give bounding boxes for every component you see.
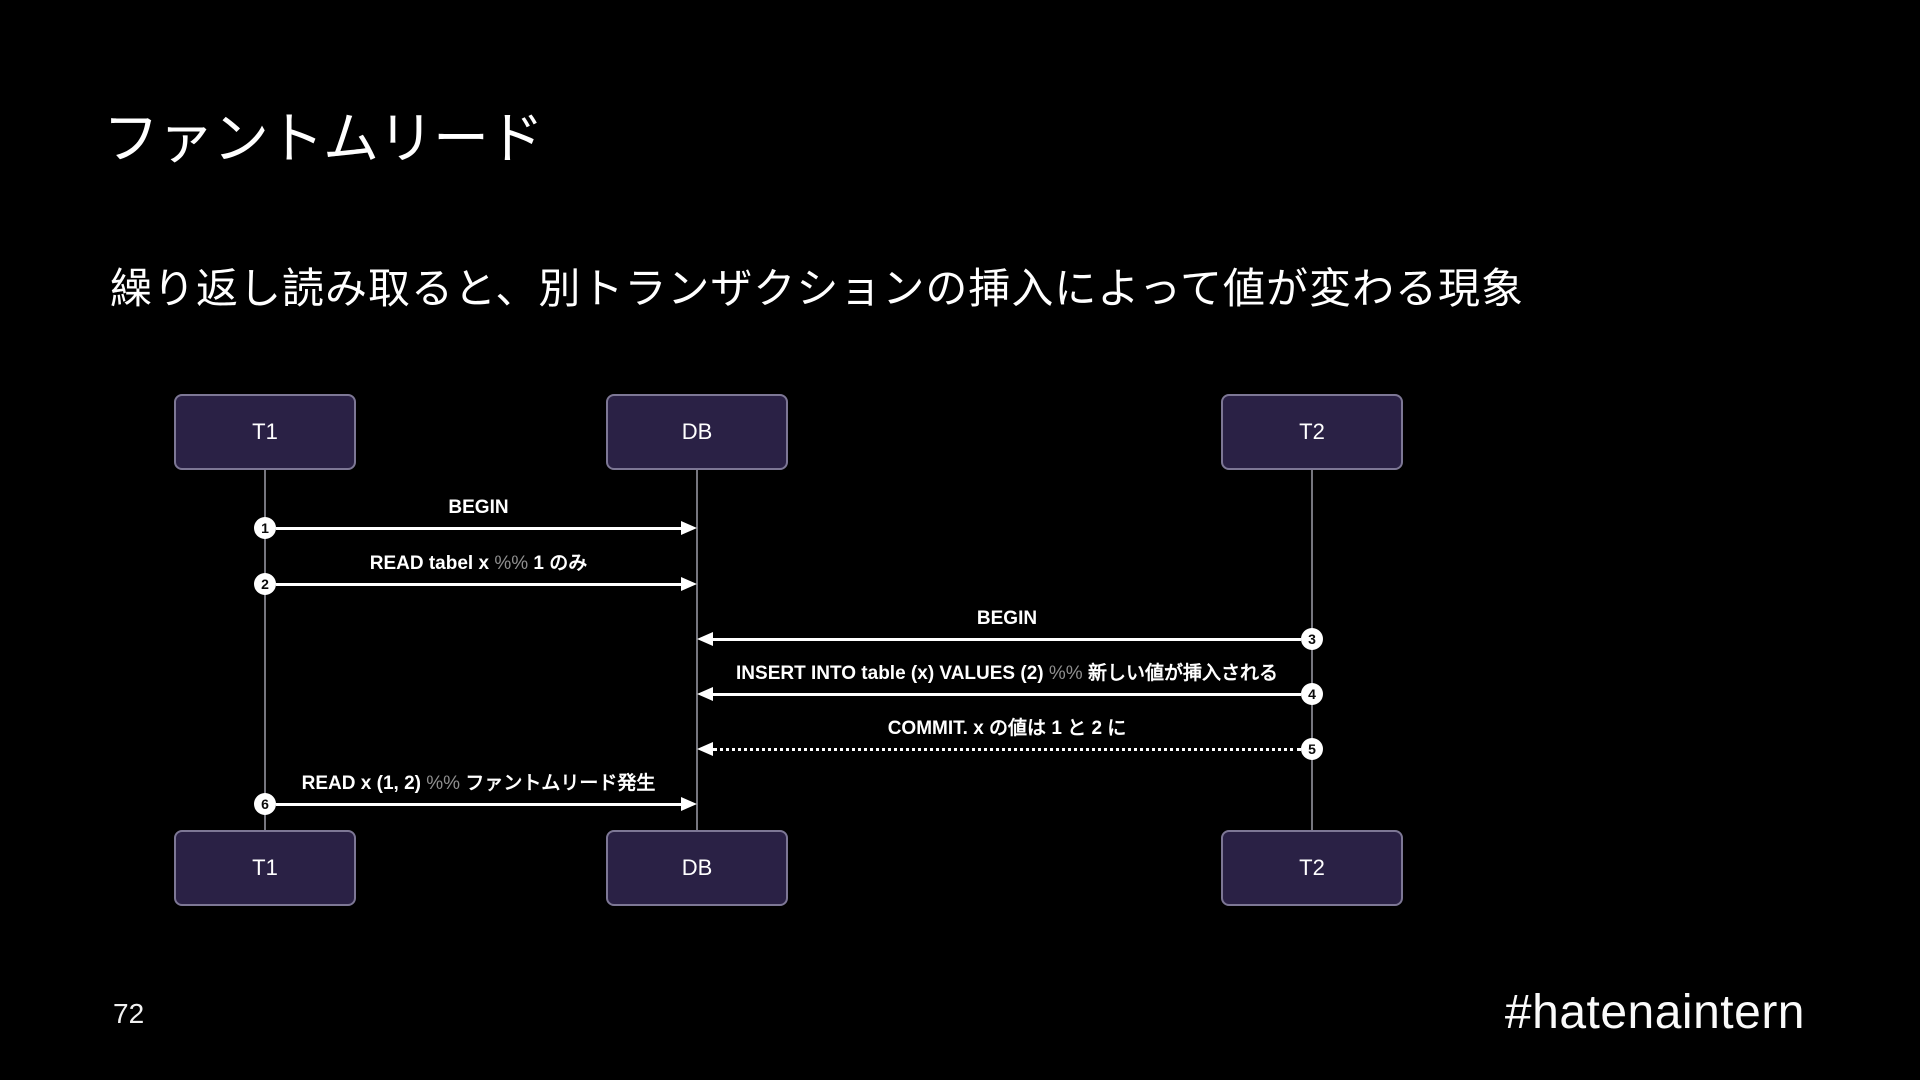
- actor-box-t2-top: T2: [1221, 394, 1403, 470]
- message-1-number-badge: 1: [254, 517, 276, 539]
- actor-box-t2-bottom: T2: [1221, 830, 1403, 906]
- message-6-line: [276, 803, 681, 806]
- message-2-text: READ tabel x: [369, 553, 495, 574]
- actor-label-t2-top: T2: [1299, 419, 1325, 444]
- message-3-number-badge: 3: [1301, 628, 1323, 650]
- lifeline-t2: [1311, 470, 1313, 830]
- actor-box-t1-top: T1: [174, 394, 356, 470]
- message-5-label: COMMIT. x の値は 1 と 2 に: [713, 716, 1301, 742]
- lifeline-t1: [264, 470, 266, 830]
- actor-label-db-bottom: DB: [681, 855, 713, 880]
- message-2-arrowhead-icon: [681, 577, 697, 591]
- message-4-label: INSERT INTO table (x) VALUES (2) %% 新しい値…: [713, 661, 1301, 687]
- lifeline-db: [696, 470, 698, 830]
- message-4-comment-marker: %%: [1048, 663, 1083, 684]
- message-6-text: READ x (1, 2): [301, 773, 427, 794]
- message-2-label: READ tabel x %% 1 のみ: [276, 551, 681, 577]
- actor-box-db-top: DB: [606, 394, 788, 470]
- message-6-arrowhead-icon: [681, 797, 697, 811]
- message-5-number-badge: 5: [1301, 738, 1323, 760]
- message-2-number-badge: 2: [254, 573, 276, 595]
- message-2-comment-marker: %%: [494, 553, 529, 574]
- message-4-text: INSERT INTO table (x) VALUES (2): [736, 663, 1049, 684]
- message-1-text: BEGIN: [448, 497, 509, 518]
- message-3-line: [713, 638, 1301, 641]
- message-6-comment: ファントムリード発生: [460, 773, 656, 794]
- message-2-line: [276, 583, 681, 586]
- message-2-comment: 1 のみ: [528, 553, 588, 574]
- message-4-comment: 新しい値が挿入される: [1082, 663, 1278, 684]
- message-6-label: READ x (1, 2) %% ファントムリード発生: [276, 771, 681, 797]
- message-1-line: [276, 527, 681, 530]
- message-1-arrowhead-icon: [681, 521, 697, 535]
- actor-label-db-top: DB: [681, 419, 713, 444]
- message-4-number-badge: 4: [1301, 683, 1323, 705]
- message-4-line: [713, 693, 1301, 696]
- message-3-arrowhead-icon: [697, 632, 713, 646]
- message-5-line: [713, 748, 1301, 751]
- message-3-text: BEGIN: [976, 608, 1038, 629]
- message-5-text: COMMIT. x の値は 1 と 2 に: [887, 718, 1127, 739]
- actor-label-t1-top: T1: [252, 419, 278, 444]
- message-4-arrowhead-icon: [697, 687, 713, 701]
- slide-subtitle: 繰り返し読み取ると、別トランザクションの挿入によって値が変わる現象: [110, 265, 1524, 312]
- actor-label-t1-bottom: T1: [252, 855, 278, 880]
- slide-title: ファントムリード: [103, 107, 544, 170]
- message-3-label: BEGIN: [713, 606, 1301, 632]
- page-number: 72: [113, 998, 145, 1029]
- actor-box-t1-bottom: T1: [174, 830, 356, 906]
- hashtag: #hatenaintern: [1504, 986, 1805, 1039]
- message-1-label: BEGIN: [276, 495, 681, 521]
- message-6-comment-marker: %%: [426, 773, 461, 794]
- actor-label-t2-bottom: T2: [1299, 855, 1325, 880]
- message-6-number-badge: 6: [254, 793, 276, 815]
- message-5-arrowhead-icon: [697, 742, 713, 756]
- actor-box-db-bottom: DB: [606, 830, 788, 906]
